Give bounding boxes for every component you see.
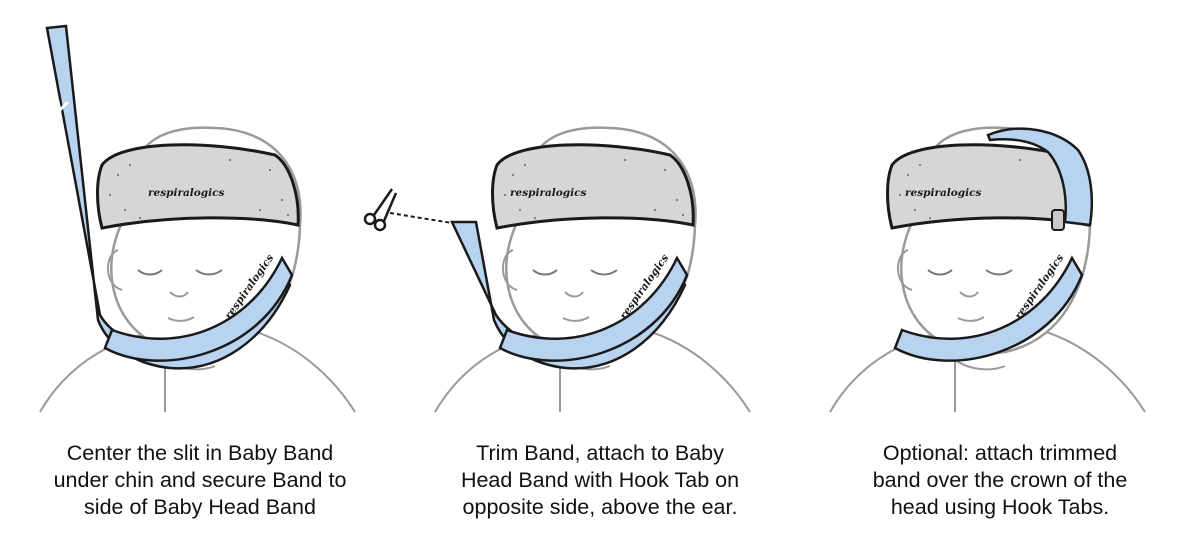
baby-eye-right [590, 269, 618, 276]
head-band-logo: respiralogics [905, 187, 982, 199]
baby-mouth [957, 316, 985, 322]
baby-eye-right [985, 269, 1013, 276]
caption-line: under chin and secure Band to [53, 468, 347, 492]
head-band [96, 143, 300, 230]
caption-line: Head Band with Hook Tab on [460, 468, 740, 492]
band-slit-mark [48, 99, 70, 113]
chin-band [103, 255, 294, 362]
chin-band [893, 255, 1084, 362]
caption-line: head using Hook Tabs. [890, 495, 1110, 519]
step-2-panel: respiralogics respiralogics Trim Band, a… [400, 0, 800, 547]
head-band-logo: respiralogics [148, 187, 225, 199]
baby-eye-left [532, 269, 558, 276]
baby-mouth [562, 316, 590, 322]
caption-line: side of Baby Head Band [84, 495, 316, 519]
caption-line: opposite side, above the ear. [462, 495, 738, 519]
baby-eye-left [137, 269, 163, 276]
baby-collar [954, 358, 1006, 412]
cut-line [390, 212, 453, 224]
step-2-caption: Trim Band, attach to Baby Head Band with… [410, 440, 790, 521]
scissors-overlay [363, 188, 398, 232]
cut-line-overlay [390, 212, 453, 224]
baby-ear [502, 249, 518, 291]
baby-ear [107, 249, 123, 291]
head-band-logo: respiralogics [510, 187, 587, 199]
step-3-panel: respiralogics respiralogics Optional: at… [800, 0, 1200, 547]
caption-line: Center the slit in Baby Band [66, 441, 334, 465]
step-3-caption: Optional: attach trimmed band over the c… [810, 440, 1190, 521]
chin-band [498, 255, 689, 362]
baby-nose [959, 291, 979, 298]
baby-nose [169, 291, 189, 298]
baby-eye-right [195, 269, 223, 276]
step-2-illustration: respiralogics respiralogics [434, 126, 751, 413]
caption-line: Optional: attach trimmed [882, 441, 1118, 465]
crown-strap [986, 127, 1094, 227]
step-1-panel: respiralogics respiralogics Center the s… [0, 0, 400, 547]
caption-line: band over the crown of the [872, 468, 1128, 492]
baby-ear [897, 249, 913, 291]
baby-mouth [167, 316, 195, 322]
baby-nose [564, 291, 584, 298]
step-1-illustration: respiralogics respiralogics [39, 24, 356, 413]
hook-tab [1051, 209, 1065, 231]
scissors-icon [363, 188, 398, 232]
baby-eye-left [927, 269, 953, 276]
head-band [491, 143, 695, 230]
caption-line: Trim Band, attach to Baby [476, 441, 724, 465]
step-1-caption: Center the slit in Baby Band under chin … [10, 440, 390, 521]
step-3-illustration: respiralogics respiralogics [829, 126, 1146, 413]
